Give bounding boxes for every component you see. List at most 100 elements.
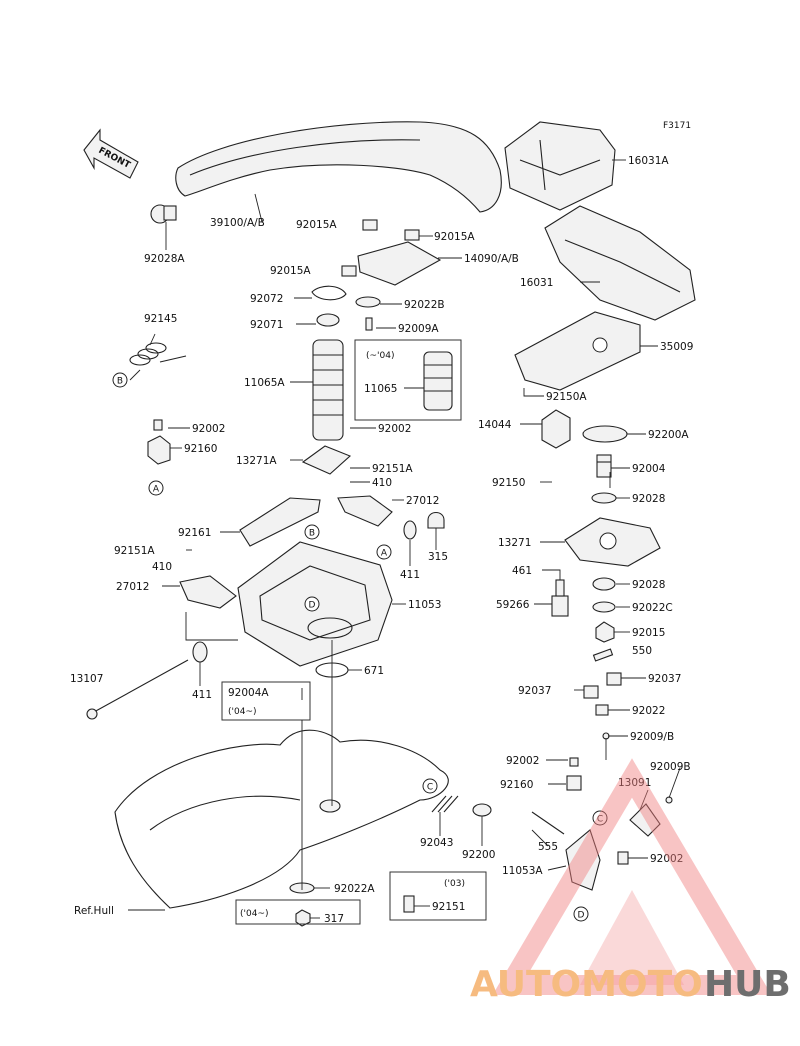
label-671: 671 bbox=[364, 665, 384, 677]
label-92002-d: 92002 bbox=[650, 853, 683, 865]
plate-92015A-3 bbox=[341, 265, 357, 277]
note-early: (~'04) bbox=[366, 351, 395, 361]
callout-d-frame: D bbox=[304, 596, 320, 612]
label-411-b: 411 bbox=[192, 689, 212, 701]
hull-part bbox=[114, 729, 449, 909]
label-92200A: 92200A bbox=[648, 429, 689, 441]
washer-92028 bbox=[591, 492, 617, 504]
label-11053: 11053 bbox=[408, 599, 441, 611]
inset-box-early bbox=[354, 339, 462, 421]
mount-plate-35009-part bbox=[514, 311, 641, 391]
bolt-92028A bbox=[150, 204, 177, 224]
boot-11065A-part bbox=[312, 339, 344, 441]
callout-b-left: B bbox=[112, 372, 128, 388]
label-92002-c: 92002 bbox=[506, 755, 539, 767]
svg-text:C: C bbox=[427, 783, 433, 793]
washer-92200 bbox=[472, 803, 492, 817]
inset-box-92151 bbox=[389, 871, 487, 921]
clip-92022 bbox=[595, 704, 609, 716]
label-92015A-1: 92015A bbox=[296, 219, 337, 231]
label-92022B: 92022B bbox=[404, 299, 445, 311]
nut-92015 bbox=[595, 621, 615, 643]
bushing-92071 bbox=[316, 313, 340, 327]
ring-92072 bbox=[311, 285, 347, 301]
plate-92015A-2 bbox=[404, 229, 420, 241]
front-arrow-icon: FRONT bbox=[83, 128, 139, 179]
label-14044: 14044 bbox=[478, 419, 512, 431]
bracket-11053A-part bbox=[531, 757, 673, 891]
washer-411-right bbox=[403, 520, 417, 540]
label-92037-b: 92037 bbox=[518, 685, 551, 697]
spring-92145-part bbox=[129, 342, 187, 366]
cable-59266-part bbox=[551, 579, 569, 617]
label-317: 317 bbox=[324, 913, 344, 925]
plate-92015A-1 bbox=[362, 219, 378, 231]
label-92200: 92200 bbox=[462, 849, 495, 861]
callout-a-left: A bbox=[148, 480, 164, 496]
label-92009B: 92009B bbox=[650, 761, 691, 773]
label-11065: 11065 bbox=[364, 383, 397, 395]
watermark-auto: AUTOMOTO bbox=[470, 964, 703, 1005]
callout-c-hull: C bbox=[422, 778, 438, 794]
label-92004A: 92004A bbox=[228, 687, 269, 699]
svg-text:B: B bbox=[117, 377, 123, 387]
label-555: 555 bbox=[538, 841, 558, 853]
plate-13271-part bbox=[564, 517, 661, 567]
label-39100: 39100/A/B bbox=[210, 217, 265, 229]
label-92071: 92071 bbox=[250, 319, 283, 331]
washer-92022C bbox=[592, 601, 616, 613]
stud-92004 bbox=[596, 454, 612, 478]
label-92150: 92150 bbox=[492, 477, 525, 489]
bracket-27012-right bbox=[337, 495, 393, 527]
bolt-92009A bbox=[365, 317, 373, 331]
label-59266: 59266 bbox=[496, 599, 530, 611]
pin-550 bbox=[592, 648, 614, 662]
label-92015A-3: 92015A bbox=[270, 265, 311, 277]
label-92160-b: 92160 bbox=[500, 779, 533, 791]
rail-92161-part bbox=[239, 497, 321, 547]
cover-16031-part bbox=[544, 205, 696, 321]
label-92009A: 92009A bbox=[398, 323, 439, 335]
label-550: 550 bbox=[632, 645, 652, 657]
svg-text:B: B bbox=[309, 529, 315, 539]
clip-92037-b bbox=[583, 685, 599, 699]
label-11053A: 11053A bbox=[502, 865, 543, 877]
label-13271: 13271 bbox=[498, 537, 531, 549]
label-92161: 92161 bbox=[178, 527, 211, 539]
label-92037-a: 92037 bbox=[648, 673, 681, 685]
label-16031A: 16031A bbox=[628, 155, 669, 167]
label-92022A: 92022A bbox=[334, 883, 375, 895]
label-410-a: 410 bbox=[372, 477, 392, 489]
plate-13271A bbox=[301, 445, 352, 475]
label-92028A: 92028A bbox=[144, 253, 185, 265]
svg-text:D: D bbox=[578, 911, 585, 921]
label-315: 315 bbox=[428, 551, 448, 563]
note-04-a: ('04~) bbox=[228, 707, 257, 717]
label-35009: 35009 bbox=[660, 341, 693, 353]
part-labels: 16031A 39100/A/B 92015A 92015A 92028A 92… bbox=[70, 155, 693, 925]
label-410-b: 410 bbox=[152, 561, 172, 573]
label-92015: 92015 bbox=[632, 627, 665, 639]
bolt-92151 bbox=[403, 895, 415, 913]
washer-92200A bbox=[582, 425, 628, 443]
cover-16031A-part bbox=[504, 121, 616, 211]
bracket-27012-left bbox=[179, 575, 237, 609]
label-13271A: 13271A bbox=[236, 455, 277, 467]
watermark-triangle-icon bbox=[492, 758, 772, 995]
clip-92037-a bbox=[606, 672, 622, 686]
label-92022C: 92022C bbox=[632, 602, 673, 614]
note-04-b: ('04~) bbox=[240, 909, 269, 919]
label-92043: 92043 bbox=[420, 837, 453, 849]
label-92015A-2: 92015A bbox=[434, 231, 475, 243]
label-ref-hull: Ref.Hull bbox=[74, 905, 114, 917]
label-13091: 13091 bbox=[618, 777, 651, 789]
label-13107: 13107 bbox=[70, 673, 103, 685]
block-92160 bbox=[147, 435, 171, 465]
inset-box-317 bbox=[235, 899, 361, 925]
label-411-a: 411 bbox=[400, 569, 420, 581]
leader-lines bbox=[128, 159, 681, 919]
label-14090: 14090/A/B bbox=[464, 253, 519, 265]
svg-text:C: C bbox=[597, 815, 603, 825]
